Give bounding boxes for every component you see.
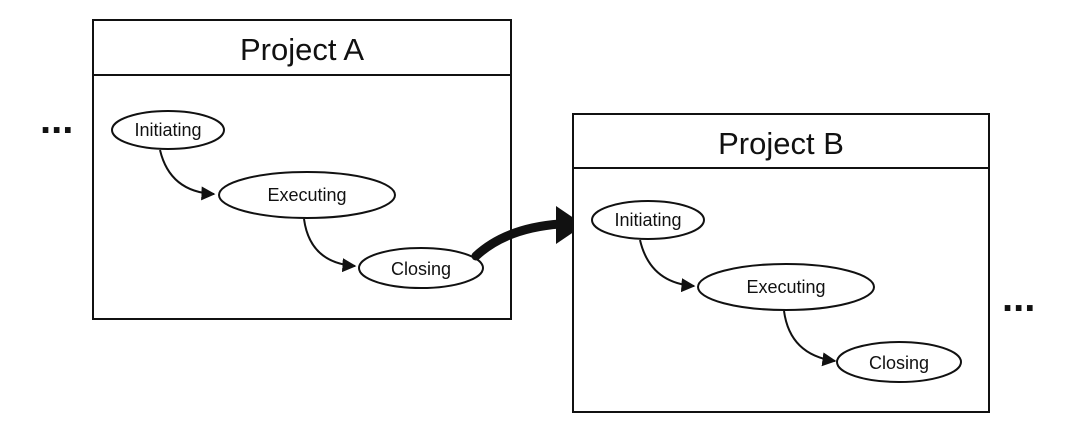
project-b-title: Project B	[718, 126, 844, 161]
ellipsis-before: ...	[40, 98, 73, 142]
project-a-arrow-executing-to-closing	[303, 218, 357, 273]
project-a-phase-initiating: Initiating	[111, 110, 225, 150]
project-b-phase-executing: Executing	[697, 263, 875, 311]
project-a-box: Project A Initiating Executing Closing	[92, 19, 512, 320]
project-b-arrow-executing-to-closing	[783, 310, 837, 367]
project-b-phase-initiating: Initiating	[591, 200, 705, 240]
svg-text:Executing: Executing	[267, 185, 346, 205]
project-b-arrow-initiating-to-executing	[639, 239, 696, 293]
svg-text:Initiating: Initiating	[614, 210, 681, 230]
project-b-box: Project B Initiating Executing Closing	[572, 113, 990, 413]
project-transition-arrow	[471, 206, 584, 261]
ellipsis-after: ...	[1002, 276, 1035, 320]
project-a-arrow-initiating-to-executing	[159, 149, 216, 201]
project-a-phase-executing: Executing	[218, 171, 396, 219]
project-a-title: Project A	[240, 32, 364, 67]
svg-text:Closing: Closing	[869, 353, 929, 373]
project-b-phase-closing: Closing	[836, 341, 962, 383]
svg-text:Closing: Closing	[391, 259, 451, 279]
svg-text:Initiating: Initiating	[134, 120, 201, 140]
project-a-phase-closing: Closing	[358, 247, 484, 289]
svg-text:Executing: Executing	[746, 277, 825, 297]
